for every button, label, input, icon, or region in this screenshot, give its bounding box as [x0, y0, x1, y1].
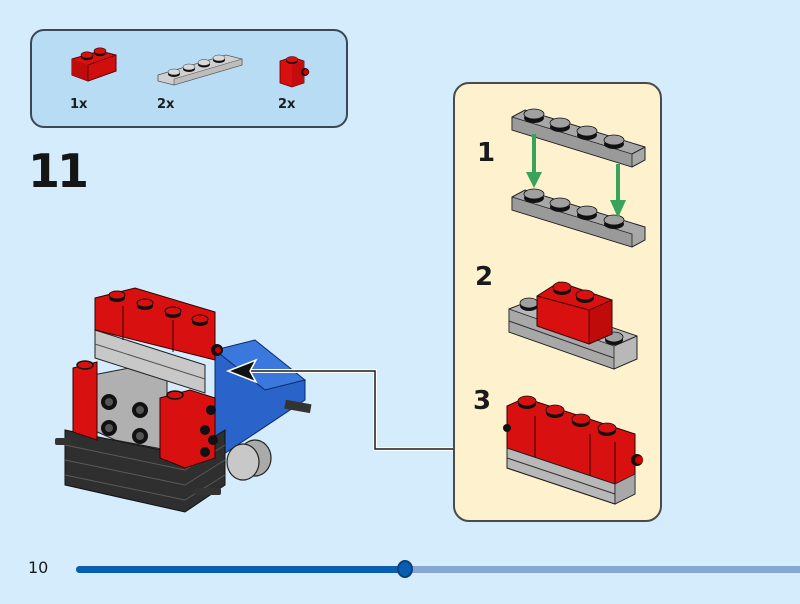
step-number: 11 [28, 144, 89, 198]
progress-track[interactable] [76, 566, 800, 573]
sub-step-1-illustration [511, 108, 646, 248]
progress-fill [76, 566, 405, 573]
progress-thumb[interactable] [396, 560, 413, 578]
sub-step-2-illustration [508, 281, 638, 370]
part-gray-plate-1x4-icon [157, 54, 243, 86]
sub-assembly-panel: 1 2 3 [453, 82, 662, 522]
green-down-arrow-icon [526, 134, 626, 218]
parts-list-box: 1x 2x 2x [30, 29, 348, 128]
gray-plate-1x4-icon [511, 108, 646, 168]
page-number: 10 [28, 558, 49, 577]
gray-plate-1x4-icon [511, 188, 646, 248]
part-quantity: 2x [157, 97, 175, 112]
sub-step-3-illustration [503, 395, 643, 505]
part-quantity: 1x [70, 97, 88, 112]
part-quantity: 2x [278, 97, 296, 112]
main-model-illustration [55, 287, 312, 513]
sub-step-number: 3 [473, 386, 492, 416]
part-red-brick-1x2-icon [71, 47, 117, 82]
sub-step-number: 2 [475, 262, 494, 292]
arrow-head-icon [225, 358, 258, 384]
part-red-brick-1x1-side-stud-icon [279, 56, 310, 88]
sub-step-number: 1 [477, 138, 496, 168]
